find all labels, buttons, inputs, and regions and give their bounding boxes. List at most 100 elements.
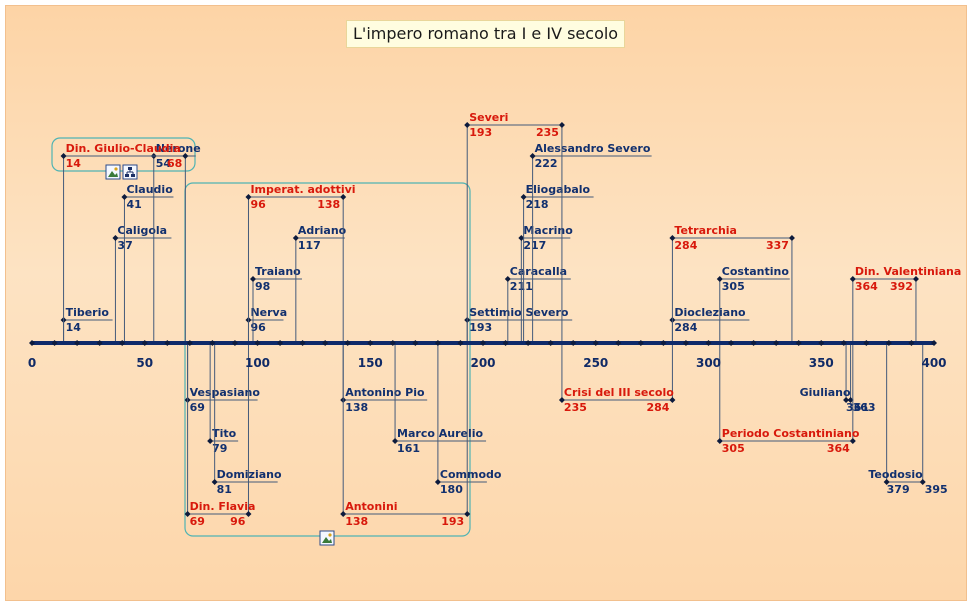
axis-major-tick (480, 340, 486, 346)
period-marker (669, 235, 676, 241)
person-year: 379 (887, 483, 910, 496)
period-marker (788, 235, 795, 241)
period-year: 138 (317, 198, 340, 211)
axis-minor-tick (74, 340, 81, 346)
axis-tick-label: 350 (809, 356, 834, 370)
person-year: 361 (846, 401, 869, 414)
person-name: Traiano (255, 265, 301, 278)
person-year: 217 (523, 239, 546, 252)
period-marker (558, 122, 565, 128)
period-marker (245, 194, 252, 200)
axis-minor-tick (682, 340, 689, 346)
axis-major-tick (367, 340, 374, 346)
person-marker (529, 153, 536, 159)
axis-minor-tick (389, 340, 396, 346)
period-year: 337 (766, 239, 789, 252)
axis-tick-label: 400 (921, 356, 946, 370)
person-marker (919, 479, 926, 485)
period-marker (669, 397, 676, 403)
period-name: Din. Giulio-Claudia (66, 142, 181, 155)
person-marker (121, 194, 128, 200)
person-name: Eliogabalo (526, 183, 591, 196)
image-icon-sun (328, 533, 332, 537)
period-year: 193 (469, 126, 492, 139)
period-name: Din. Valentiniana (855, 265, 961, 278)
person-marker (392, 438, 399, 444)
person-marker (883, 479, 890, 485)
axis-tick-label: 250 (583, 356, 608, 370)
period-marker (245, 511, 252, 517)
period-marker (184, 511, 191, 517)
period-marker (558, 397, 565, 403)
axis-minor-tick (186, 340, 193, 346)
period-year: 96 (230, 515, 246, 528)
period-year: 392 (890, 280, 913, 293)
axis-major-tick (29, 340, 35, 346)
person-name: Claudio (126, 183, 173, 196)
person-name: Diocleziano (674, 306, 746, 319)
period-marker (849, 276, 856, 282)
person-name: Caracalla (510, 265, 567, 278)
axis-minor-tick (863, 340, 870, 346)
axis-minor-tick (547, 340, 554, 346)
period-year: 69 (190, 515, 205, 528)
person-marker (211, 479, 218, 485)
person-year: 14 (66, 321, 82, 334)
period-marker (340, 511, 347, 517)
axis-tick-label: 200 (470, 356, 495, 370)
person-year: 363 (853, 401, 876, 414)
person-name: Giuliano (800, 386, 851, 399)
person-year: 138 (345, 401, 368, 414)
person-marker (520, 194, 527, 200)
person-name: Adriano (298, 224, 347, 237)
axis-minor-tick (299, 340, 306, 346)
axis-minor-tick (502, 340, 509, 346)
person-year: 98 (255, 280, 270, 293)
person-name: Antonino Pio (345, 386, 425, 399)
person-name: Macrino (523, 224, 573, 237)
background-panel (5, 5, 967, 601)
axis-major-tick (254, 340, 261, 346)
person-name: Alessandro Severo (535, 142, 651, 155)
person-name: Costantino (722, 265, 790, 278)
axis-minor-tick (773, 340, 780, 346)
person-year: 193 (469, 321, 492, 334)
axis-tick-label: 150 (358, 356, 383, 370)
axis-minor-tick (344, 340, 351, 346)
person-year: 284 (674, 321, 697, 334)
period-year: 284 (674, 239, 697, 252)
person-marker (504, 276, 511, 282)
axis-minor-tick (209, 340, 216, 346)
person-marker (716, 276, 723, 282)
person-year: 69 (190, 401, 205, 414)
period-name: Crisi del III secolo (564, 386, 674, 399)
person-marker (292, 235, 299, 241)
period-year: 193 (441, 515, 464, 528)
diagram-title: L'impero romano tra I e IV secolo (346, 20, 626, 48)
person-name: Nerva (250, 306, 287, 319)
person-year: 81 (217, 483, 232, 496)
axis-minor-tick (885, 340, 892, 346)
axis-minor-tick (570, 340, 577, 346)
period-marker (716, 438, 723, 444)
period-year: 235 (536, 126, 559, 139)
person-marker (434, 479, 441, 485)
axis-minor-tick (96, 340, 103, 346)
person-name: Settimio Severo (469, 306, 569, 319)
axis-minor-tick (434, 340, 441, 346)
period-marker (849, 438, 856, 444)
period-name: Severi (469, 111, 508, 124)
axis-minor-tick (51, 340, 58, 346)
person-year: 96 (250, 321, 266, 334)
axis-minor-tick (728, 340, 735, 346)
period-year: 14 (66, 157, 82, 170)
tree-icon-node (125, 174, 129, 177)
person-year: 161 (397, 442, 420, 455)
period-year: 284 (646, 401, 669, 414)
person-name: Nerone (156, 142, 201, 155)
axis-tick-label: 100 (245, 356, 270, 370)
period-year: 138 (345, 515, 368, 528)
axis-minor-tick (322, 340, 329, 346)
